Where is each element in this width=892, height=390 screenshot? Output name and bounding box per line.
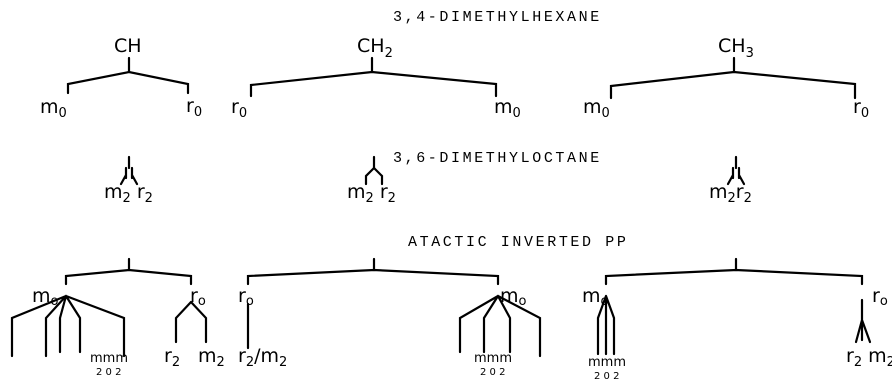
section-title-dimethyloctane: 3,6-DIMETHYLOCTANE bbox=[393, 150, 602, 167]
section-title-dimethylhexane: 3,4-DIMETHYLHEXANE bbox=[393, 9, 602, 26]
row3-tree2-mmm: mmm bbox=[474, 351, 512, 366]
section-title-atactic-pp: ATACTIC INVERTED PP bbox=[408, 234, 628, 251]
row3-tree1-leaf-m2: m2 bbox=[198, 345, 225, 370]
row3-tree2-leaf-left: r2/m2 bbox=[238, 345, 287, 370]
row3-tree3-leaf-right: r2 m2 bbox=[846, 345, 892, 370]
row1-tree-ch: CH m0 r0 bbox=[40, 35, 202, 121]
row1-head-ch2: CH2 bbox=[357, 35, 393, 61]
row2-tree3: m2r2 bbox=[709, 155, 752, 206]
row3-tree1-right-node: ro bbox=[190, 285, 206, 309]
row3-tree2: ro mo r2/m2 mmm 2 0 2 bbox=[238, 257, 542, 378]
row3-tree3-mmm: mmm bbox=[588, 355, 626, 370]
row3-tree2-mmm-sub: 2 0 2 bbox=[480, 367, 505, 378]
row1-head-ch: CH bbox=[114, 35, 142, 57]
row1-tree1-right-label: r0 bbox=[186, 95, 202, 120]
row3-tree2-left-node: ro bbox=[238, 285, 254, 309]
row3-tree1-mmm: mmm bbox=[90, 351, 128, 366]
row3-tree1: mo ro mmm 2 0 2 r2 m2 bbox=[10, 257, 225, 378]
row2-tree1: m2 r2 bbox=[104, 155, 153, 206]
row1-tree-ch3: CH3 m0 r0 bbox=[583, 35, 869, 121]
row1-tree2-right-label: m0 bbox=[494, 96, 521, 121]
row1-tree1-left-label: m0 bbox=[40, 96, 67, 121]
row1-tree3-left-label: m0 bbox=[583, 96, 610, 121]
row3-tree3-right-node: ro bbox=[872, 285, 888, 309]
row1-tree-ch2: CH2 r0 m0 bbox=[231, 35, 521, 121]
row2-tree2-label: m2 r2 bbox=[347, 181, 396, 206]
row1-head-ch3: CH3 bbox=[718, 35, 754, 61]
row1-tree2-left-label: r0 bbox=[231, 96, 247, 121]
row3-tree1-mmm-sub: 2 0 2 bbox=[96, 367, 121, 378]
row2-tree1-label: m2 r2 bbox=[104, 181, 153, 206]
row3-tree3-mmm-sub: 2 0 2 bbox=[594, 371, 619, 382]
row2-tree3-label: m2r2 bbox=[709, 181, 752, 206]
row1-tree3-right-label: r0 bbox=[853, 96, 869, 121]
row3-tree3: mo ro mmm 2 0 2 r2 m2 bbox=[582, 257, 892, 382]
row2-tree2: m2 r2 bbox=[347, 155, 396, 206]
row3-tree1-leaf-r2: r2 bbox=[164, 345, 180, 370]
